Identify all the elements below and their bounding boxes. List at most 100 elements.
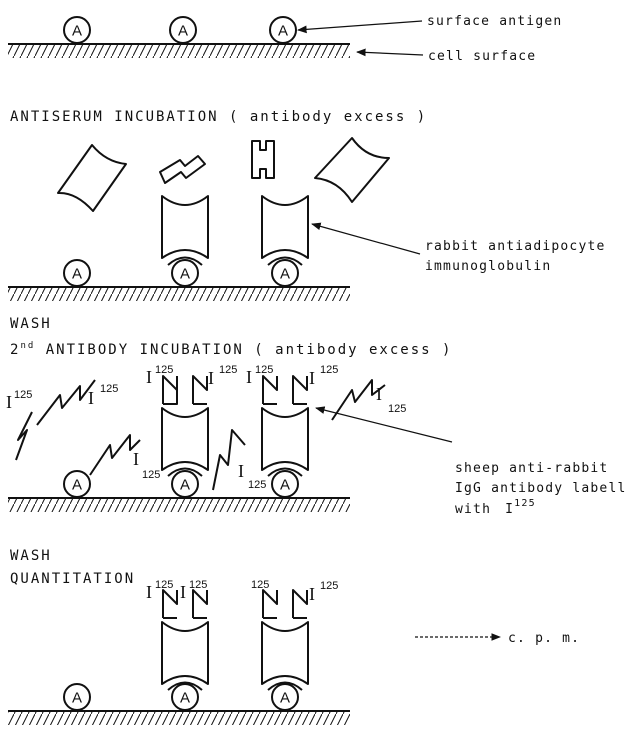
free-antibody-fragment [252, 141, 274, 178]
step-second-antibody-incubation: 2nd ANTIBODY INCUBATION ( antibody exces… [10, 341, 452, 358]
cell-surface-3 [8, 498, 350, 512]
bound-antibody [262, 408, 308, 470]
svg-text:125: 125 [219, 364, 237, 376]
svg-text:A: A [280, 477, 290, 494]
antigen: A [64, 471, 90, 497]
svg-text:I: I [133, 449, 139, 469]
bound-antibody-cap [268, 469, 302, 477]
bound-antibody [262, 196, 308, 258]
svg-text:A: A [72, 23, 82, 40]
cell-surface-4 [8, 711, 350, 725]
svg-text:125: 125 [320, 364, 338, 376]
bound-antibody-cap [168, 469, 202, 477]
svg-text:I: I [6, 392, 12, 412]
surface-antigen-arrow [298, 21, 422, 30]
svg-text:125: 125 [14, 389, 32, 401]
svg-text:125: 125 [251, 579, 269, 591]
svg-text:I: I [238, 461, 244, 481]
bound-antibody [162, 408, 208, 470]
cell-surface-arrow [357, 52, 423, 55]
free-antibody [315, 138, 389, 202]
antigen: A [272, 260, 298, 286]
svg-text:I: I [309, 584, 315, 604]
svg-text:A: A [180, 690, 190, 707]
panel-quantitation: WASH QUANTITATION A A A I 125 I [8, 548, 580, 725]
svg-text:A: A [178, 23, 188, 40]
sheep-antibody-arrow [316, 408, 452, 442]
free-labelled-antibody: I 125 [6, 389, 32, 460]
svg-text:125: 125 [189, 579, 207, 591]
panel-second-antibody: WASH 2nd ANTIBODY INCUBATION ( antibody … [6, 316, 627, 517]
rabbit-antibody-label-2: immunoglobulin [425, 259, 551, 274]
bound-labelled-antibody: I 125 [180, 579, 207, 618]
bound-antibody-cap [168, 258, 202, 266]
svg-text:125: 125 [248, 479, 266, 491]
bound-antibody [162, 196, 208, 258]
rabbit-antibody-arrow [312, 224, 420, 254]
svg-text:A: A [280, 266, 290, 283]
svg-text:A: A [72, 477, 82, 494]
antigen: A [272, 684, 298, 710]
free-labelled-antibody: I 125 [37, 380, 118, 425]
svg-text:125: 125 [155, 579, 173, 591]
antigen: A [64, 260, 90, 286]
antigen: A [270, 17, 296, 43]
rabbit-antibody-label-1: rabbit antiadipocyte [425, 239, 606, 254]
step-wash-1: WASH [10, 316, 52, 332]
free-antibody-fragment [160, 156, 205, 183]
svg-text:I: I [88, 388, 94, 408]
cell-surface-2 [8, 287, 350, 301]
bound-labelled-antibody: I 125 [246, 364, 277, 404]
cell-surface-label: cell surface [428, 49, 536, 64]
svg-text:125: 125 [255, 364, 273, 376]
free-labelled-antibody: I 125 [213, 430, 266, 491]
antigen: A [64, 684, 90, 710]
svg-text:I: I [180, 582, 186, 602]
bound-labelled-antibody: I 125 [293, 580, 338, 618]
antigen: A [170, 17, 196, 43]
antigen: A [272, 471, 298, 497]
panel-antiserum: ANTISERUM INCUBATION ( antibody excess )… [8, 109, 606, 301]
bound-labelled-antibody: I 125 [293, 364, 338, 404]
svg-text:I: I [146, 582, 152, 602]
svg-text:I: I [376, 384, 382, 404]
bound-labelled-antibody: I 125 [193, 364, 237, 404]
free-labelled-antibody: I 125 [90, 435, 160, 481]
cpm-label: c. p. m. [508, 631, 580, 646]
panel-surface: A A A surface antigen cell surface [8, 14, 562, 64]
svg-text:I: I [309, 368, 315, 388]
bound-labelled-antibody: 125 [251, 579, 277, 618]
antigen: A [172, 260, 198, 286]
cell-surface-1 [8, 44, 350, 58]
svg-text:125: 125 [388, 403, 406, 415]
svg-text:125: 125 [320, 580, 338, 592]
svg-text:I: I [146, 367, 152, 387]
step-wash-2: WASH [10, 548, 52, 564]
svg-text:A: A [180, 266, 190, 283]
svg-text:A: A [278, 23, 288, 40]
svg-text:A: A [72, 266, 82, 283]
free-labelled-antibody: I 125 [332, 380, 406, 420]
antigen: A [64, 17, 90, 43]
svg-text:A: A [180, 477, 190, 494]
bound-antibody [162, 622, 208, 684]
bound-antibody-cap [268, 258, 302, 266]
svg-text:A: A [72, 690, 82, 707]
surface-antigen-label: surface antigen [427, 14, 562, 29]
step-quantitation: QUANTITATION [10, 571, 135, 587]
antigen: A [172, 471, 198, 497]
svg-text:I: I [208, 368, 214, 388]
free-antibody [58, 145, 126, 211]
svg-text:125: 125 [142, 469, 160, 481]
bound-labelled-antibody: I 125 [146, 364, 177, 404]
step-antiserum-incubation: ANTISERUM INCUBATION ( antibody excess ) [10, 109, 427, 125]
svg-text:125: 125 [155, 364, 173, 376]
bound-antibody [262, 622, 308, 684]
sheep-antibody-label-2: IgG antibody labelled [455, 481, 627, 496]
sheep-antibody-label-1: sheep anti-rabbit [455, 461, 608, 476]
svg-text:125: 125 [100, 383, 118, 395]
antigen: A [172, 684, 198, 710]
bound-labelled-antibody: I 125 [146, 579, 177, 618]
